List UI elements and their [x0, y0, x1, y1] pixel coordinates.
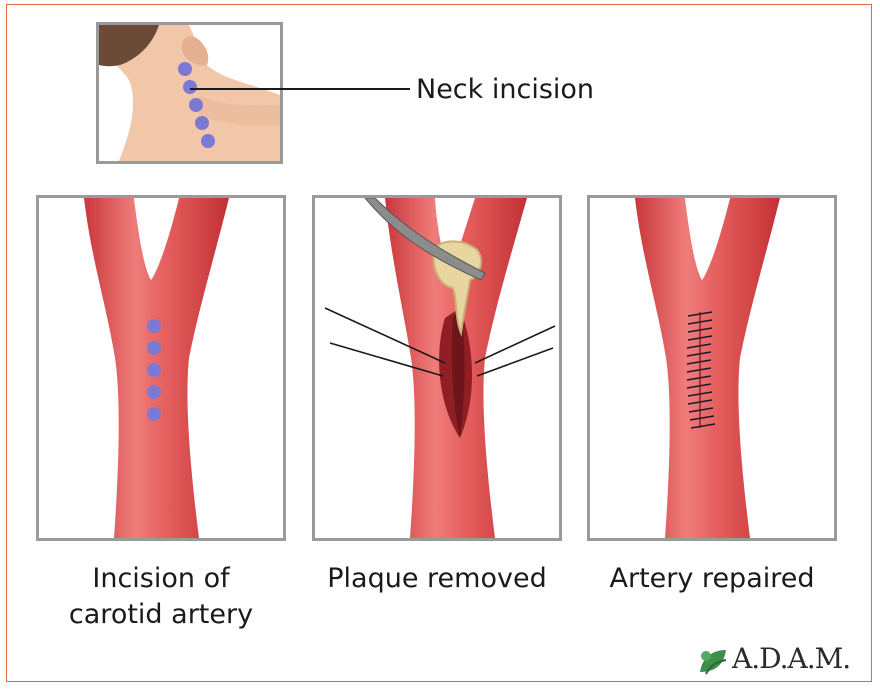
- panel-incision: [36, 195, 286, 541]
- logo-text: A.D.A.M.: [732, 642, 850, 675]
- adam-logo: A.D.A.M.: [696, 640, 866, 680]
- caption-incision: Incision of carotid artery: [36, 561, 286, 633]
- callout-leader-line: [190, 88, 410, 90]
- panel-artery-repaired: [587, 195, 837, 541]
- callout-neck-incision: Neck incision: [416, 73, 594, 107]
- caption-plaque-removed: Plaque removed: [300, 561, 574, 597]
- neck-inset-panel: [96, 22, 283, 164]
- panel-plaque-removed: [312, 195, 562, 541]
- artery-repaired-illustration: [590, 198, 834, 538]
- caption-incision-line1: Incision of: [36, 561, 286, 597]
- plaque-removal-illustration: [315, 198, 559, 538]
- leaf-icon: [696, 644, 732, 680]
- neck-illustration: [99, 25, 280, 161]
- caption-incision-line2: carotid artery: [36, 597, 286, 633]
- artery-incision-illustration: [39, 198, 283, 538]
- caption-artery-repaired: Artery repaired: [580, 561, 844, 597]
